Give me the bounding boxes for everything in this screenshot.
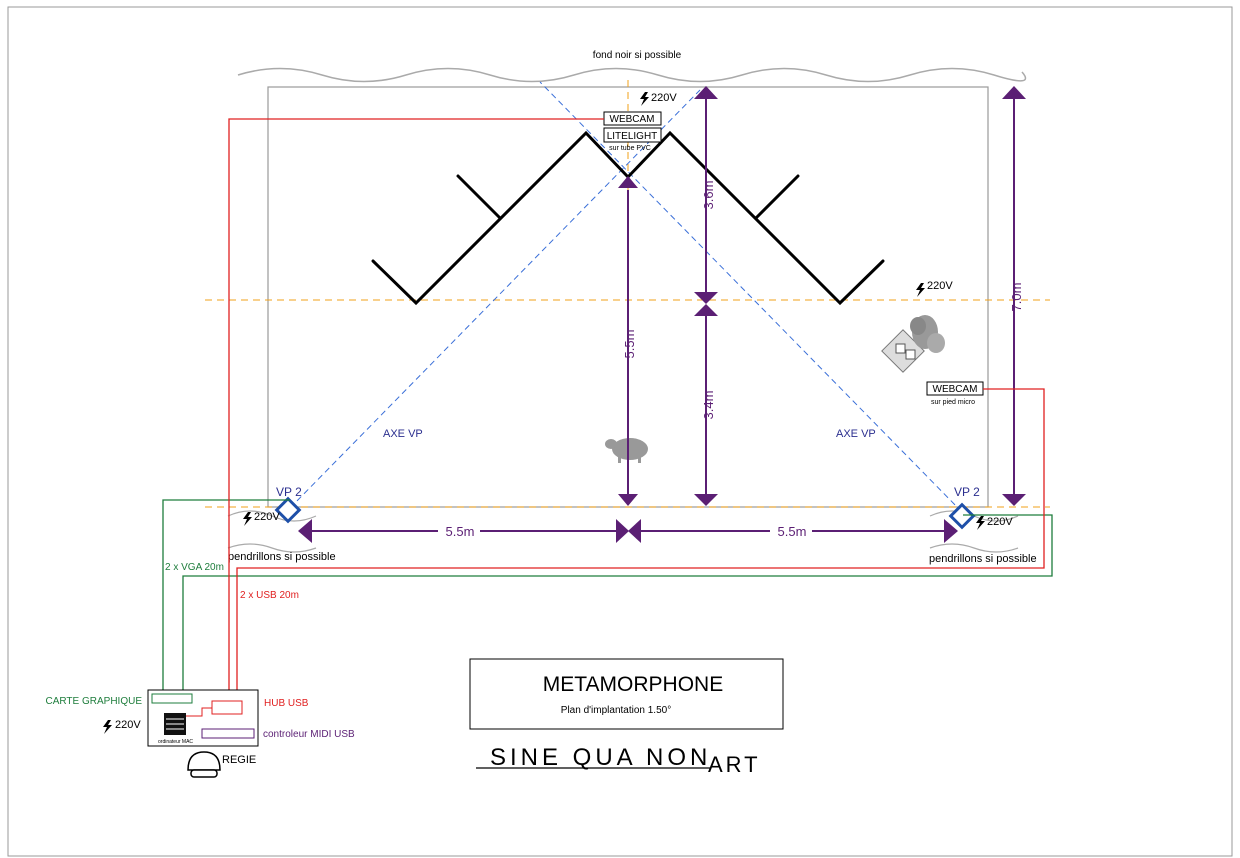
webcam-right-label: WEBCAM	[933, 384, 978, 395]
svg-text:ART: ART	[708, 752, 761, 777]
pendrillons-right-curtain-2	[929, 543, 1019, 553]
ordinateur-label: ordinateur MAC	[158, 739, 193, 745]
svg-text:220V: 220V	[254, 511, 280, 523]
power-vp-right: 220V	[976, 516, 1013, 530]
title-main: METAMORPHONE	[543, 673, 723, 696]
chair-icon	[187, 751, 221, 778]
svg-text:220V: 220V	[987, 516, 1013, 528]
projector-icon-right	[948, 502, 976, 530]
litelight-label: LITELIGHT	[607, 131, 658, 142]
vp-left-label: VP 2	[276, 485, 302, 499]
power-regie: 220V	[103, 719, 141, 734]
pendrillons-left-label: pendrillons si possible	[228, 551, 336, 563]
dim-width-right-bg	[770, 523, 812, 539]
dim-total-label: 7.0m	[1009, 283, 1024, 312]
dimension-width	[298, 519, 958, 543]
axe-vp-right-label: AXE VP	[836, 428, 876, 440]
litelight-box	[603, 127, 662, 143]
dim-lower-label: 3.4m	[701, 391, 716, 420]
power-top: 220V	[640, 92, 677, 106]
backdrop-label: fond noir si possible	[593, 50, 682, 61]
regie-label: REGIE	[222, 754, 256, 766]
midi-label: controleur MIDI USB	[263, 729, 355, 740]
litelight-note: sur tube PVC	[609, 145, 651, 152]
hub-usb-label: HUB USB	[264, 698, 309, 709]
dim-center-label: 5.5m	[622, 330, 637, 359]
dimension-total-depth	[1002, 86, 1026, 506]
pendrillons-right-label: pendrillons si possible	[929, 553, 1037, 565]
svg-text:220V: 220V	[927, 280, 953, 292]
vp-right-label: VP 2	[954, 485, 980, 499]
usb-cables	[228, 118, 1045, 694]
axe-vp-right-line	[539, 81, 963, 513]
dimension-right-upper	[694, 86, 718, 304]
svg-text:SINE QUA NON: SINE QUA NON	[490, 744, 711, 771]
sheep-icon	[605, 438, 648, 463]
pendrillons-left-curtain	[227, 510, 317, 522]
dim-upper-label: 3.6m	[701, 181, 716, 210]
midi-controller-box	[201, 728, 255, 739]
svg-text:220V: 220V	[115, 719, 141, 731]
carte-graphique-box	[151, 693, 193, 704]
dim-width-left-label: 5.5m	[446, 524, 475, 539]
svg-text:220V: 220V	[651, 92, 677, 104]
brand-logo: SINE QUA NON ART	[476, 744, 761, 777]
vga-label: 2 x VGA 20m	[165, 562, 224, 573]
page-frame	[7, 6, 1233, 857]
bush-icon	[881, 315, 945, 373]
pendrillons-left-curtain-2	[227, 543, 317, 553]
dimension-right-lower	[694, 304, 718, 506]
power-vp-left: 220V	[243, 511, 280, 526]
webcam-top-label: WEBCAM	[610, 114, 655, 125]
title-sub: Plan d'implantation 1.50°	[561, 705, 671, 716]
power-right: 220V	[916, 280, 953, 297]
dim-width-left-bg	[438, 523, 480, 539]
usb-label: 2 x USB 20m	[240, 590, 299, 601]
webcam-right-note: sur pied micro	[931, 399, 975, 406]
dimension-center	[618, 176, 638, 506]
dim-width-right-label: 5.5m	[778, 524, 807, 539]
vga-cables	[162, 499, 1053, 694]
axe-vp-left-label: AXE VP	[383, 428, 423, 440]
backdrop-curtain	[237, 67, 1027, 83]
title-block	[469, 658, 784, 730]
computer-icon	[164, 713, 186, 735]
carte-graphique-label: CARTE GRAPHIQUE	[46, 696, 143, 707]
axe-vp-left-line	[289, 89, 701, 509]
projector-icon	[274, 496, 302, 524]
